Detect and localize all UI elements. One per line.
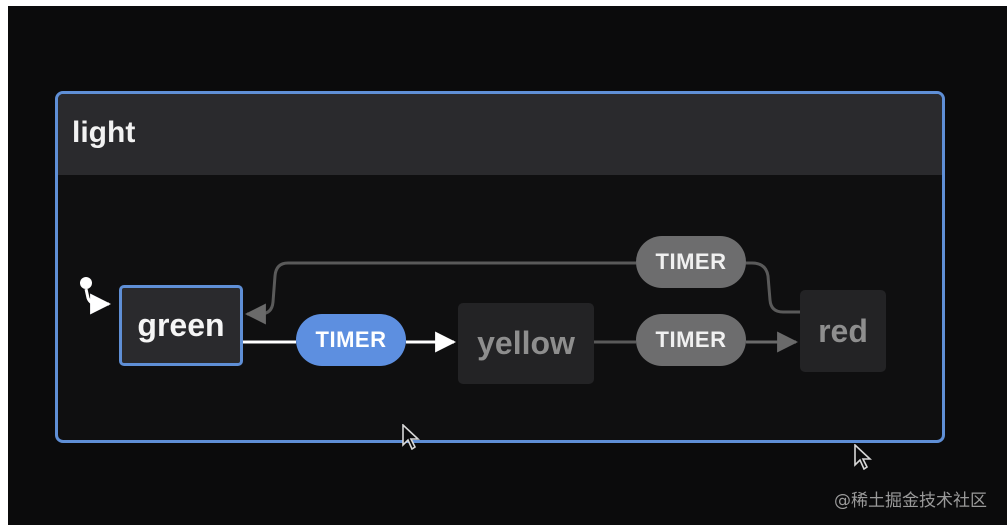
event-timer-red-green[interactable]: TIMER: [636, 236, 746, 288]
state-yellow[interactable]: yellow: [458, 303, 594, 384]
state-green[interactable]: green: [119, 285, 243, 366]
initial-state-dot-icon: [80, 277, 112, 315]
state-red[interactable]: red: [800, 290, 886, 372]
state-label: green: [137, 307, 225, 343]
diagram-canvas: light: [8, 6, 1007, 525]
mouse-pointer-icon: [854, 444, 872, 470]
event-timer-yellow-red[interactable]: TIMER: [636, 314, 746, 366]
edge-red-to-green: [244, 261, 800, 325]
event-timer-green-yellow[interactable]: TIMER: [296, 314, 406, 366]
machine-light[interactable]: light: [55, 91, 945, 443]
state-label: yellow: [477, 325, 575, 361]
state-label: red: [818, 312, 868, 349]
machine-header: light: [58, 94, 942, 175]
watermark: @稀土掘金技术社区: [834, 491, 987, 511]
transition-edges: [80, 261, 800, 353]
event-label: TIMER: [315, 327, 387, 352]
event-label: TIMER: [655, 249, 727, 274]
event-label: TIMER: [655, 327, 727, 352]
machine-title: light: [72, 116, 136, 149]
mouse-pointer-icon: [402, 424, 420, 450]
